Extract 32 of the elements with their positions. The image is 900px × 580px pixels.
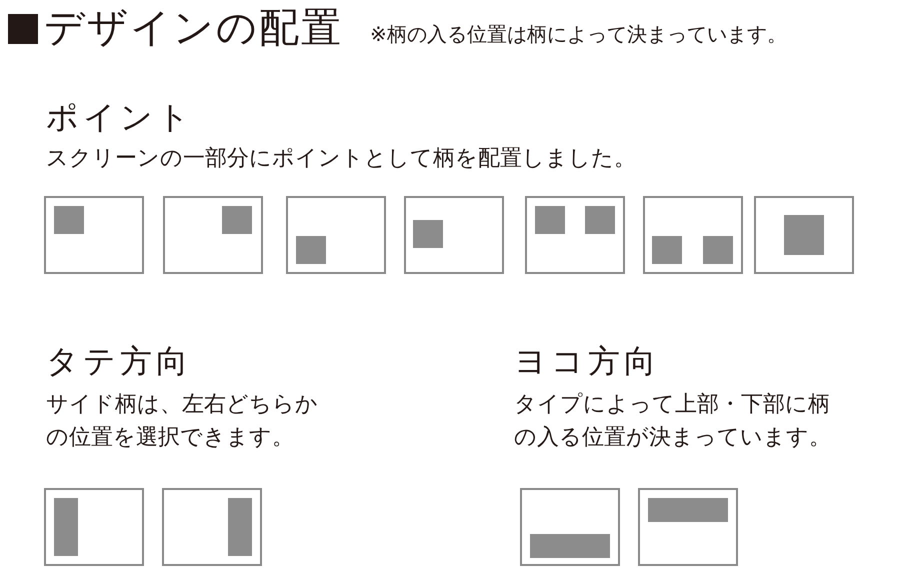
- title: デザインの配置: [44, 4, 343, 52]
- section-description: サイド柄は、左右どちらかの位置を選択できます。: [46, 391, 319, 452]
- pattern-block: [296, 236, 326, 264]
- section-heading: ポイント: [46, 98, 194, 136]
- screen-frame: [525, 196, 625, 274]
- section-heading: タテ方向: [46, 342, 192, 380]
- pattern-block: [652, 236, 682, 264]
- screen-frame: [754, 196, 854, 274]
- screen-frame: [163, 196, 263, 274]
- screen-frame: [162, 488, 262, 566]
- section-heading: ヨコ方向: [514, 342, 660, 380]
- screen-frame: [638, 488, 738, 566]
- pattern-block: [535, 206, 565, 234]
- screen-frame: [286, 196, 386, 274]
- pattern-block: [585, 206, 615, 234]
- pattern-block: [648, 498, 728, 522]
- section-description: スクリーンの一部分にポイントとして柄を配置しました。: [46, 146, 636, 172]
- pattern-block: [703, 236, 733, 264]
- screen-frame: [643, 196, 743, 274]
- pattern-block: [228, 498, 252, 556]
- note: ※柄の入る位置は柄によって決まっています。: [370, 22, 787, 46]
- pattern-block: [222, 206, 252, 234]
- screen-frame: [520, 488, 620, 566]
- section-description: タイプによって上部・下部に柄の入る位置が決まっています。: [514, 391, 832, 452]
- screen-frame: [404, 196, 504, 274]
- pattern-block: [54, 498, 78, 556]
- pattern-block: [530, 534, 610, 558]
- screen-frame: [44, 488, 144, 566]
- pattern-block: [54, 206, 84, 234]
- pattern-block: [784, 215, 824, 255]
- pattern-block: [413, 220, 443, 248]
- screen-frame: [44, 196, 144, 274]
